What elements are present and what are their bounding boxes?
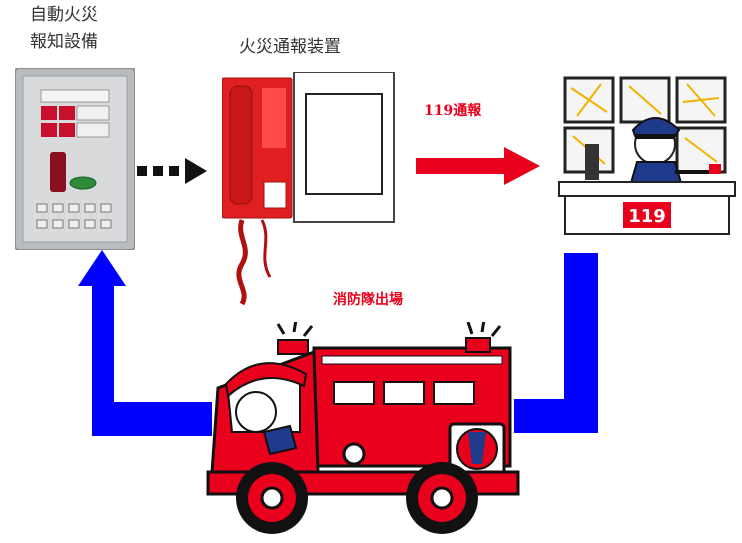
call-119-label: 119通報 (424, 103, 482, 119)
blue-dispatch-line (514, 253, 598, 433)
fire-alarm-label: 自動火災 報知設備 (18, 2, 110, 56)
fire-alarm-label-line2: 報知設備 (30, 32, 98, 52)
dotted-arrow (137, 158, 207, 184)
fire-dispatch-center-icon: 119 (558, 76, 736, 235)
blue-return-arrow (78, 250, 212, 436)
fire-report-device-label: 火災通報装置 (239, 37, 341, 57)
fire-alarm-panel-icon (15, 68, 135, 250)
center-number-text: 119 (628, 206, 666, 227)
fire-report-phone-icon (222, 72, 395, 306)
fire-alarm-label-line1: 自動火災 (30, 5, 98, 25)
red-arrow (416, 147, 540, 185)
fire-truck-icon (206, 322, 520, 534)
dispatch-label: 消防隊出場 (333, 292, 403, 308)
